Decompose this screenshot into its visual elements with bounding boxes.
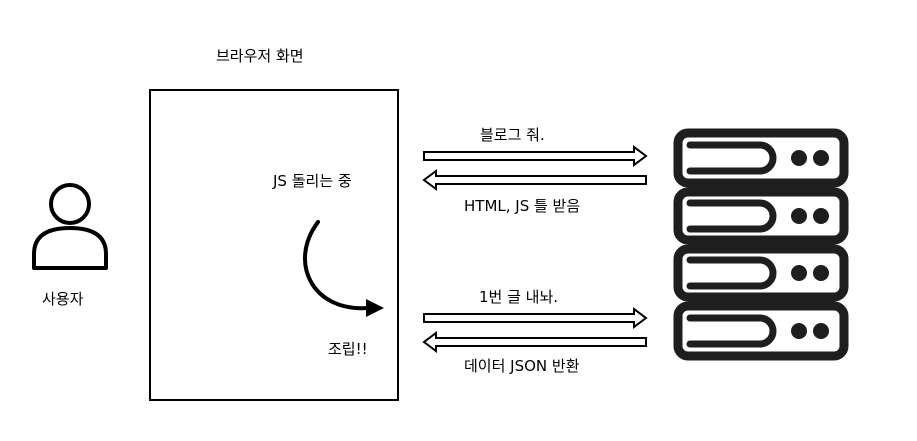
browser-title: 브라우저 화면 <box>216 47 304 65</box>
request-label-1: 블로그 줘. <box>480 126 545 144</box>
user-label: 사용자 <box>42 290 84 308</box>
server-unit <box>673 128 849 188</box>
response-arrow-1 <box>422 169 647 191</box>
js-running-text: JS 돌리는 중 <box>273 172 352 190</box>
request-arrow-2 <box>423 307 648 329</box>
assemble-text: 조립!! <box>328 340 368 358</box>
assemble-curve-arrow <box>303 220 384 317</box>
server-unit <box>673 187 849 245</box>
request-label-2: 1번 글 내놔. <box>479 288 559 306</box>
browser-screen <box>149 89 399 401</box>
server-unit <box>673 244 849 302</box>
request-arrow-1 <box>423 145 648 167</box>
server-unit <box>673 301 849 361</box>
response-arrow-2 <box>422 331 647 353</box>
response-label-1: HTML, JS 틀 받음 <box>464 197 581 215</box>
response-label-2: 데이터 JSON 반환 <box>464 357 580 375</box>
server-stack-icon <box>673 128 849 361</box>
user-icon <box>32 183 108 270</box>
